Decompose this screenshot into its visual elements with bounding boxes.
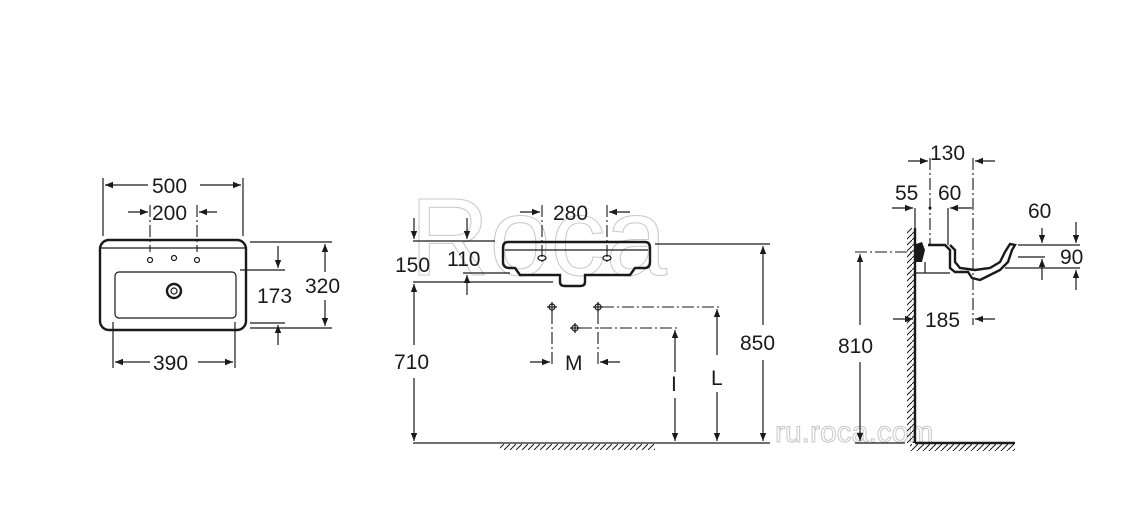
basin-outline	[98, 238, 248, 332]
label-i: I	[671, 373, 677, 396]
drain-icon	[165, 282, 183, 300]
dim-height-110: 110	[447, 248, 480, 271]
dim-185: 185	[925, 309, 960, 332]
dim-810: 810	[838, 335, 873, 358]
dim-height-850: 850	[740, 332, 775, 355]
dim-tap-hole-spacing: 200	[152, 202, 187, 225]
label-m: M	[565, 352, 583, 375]
supply-point-icon	[547, 302, 603, 333]
dim-basin-depth: 173	[257, 285, 292, 308]
brand-watermark: Roca	[410, 176, 668, 299]
elevation-view: 280 150 110 710 850	[394, 202, 775, 450]
dim-60-right: 60	[1028, 200, 1051, 223]
dim-overall-depth: 320	[305, 275, 340, 298]
basin-elevation-outline	[501, 240, 652, 288]
dim-tap-spacing: 280	[553, 202, 588, 225]
floor-hatch	[500, 444, 655, 450]
dim-height-710: 710	[394, 351, 429, 374]
dim-60-top: 60	[938, 182, 961, 205]
side-view: 130 55 60 60 90 185 810	[838, 142, 1083, 451]
dim-55: 55	[895, 182, 918, 205]
floor-hatch	[910, 444, 1015, 451]
basin-profile	[928, 242, 1017, 282]
label-l: L	[711, 367, 723, 390]
dim-height-150: 150	[395, 254, 430, 277]
dim-basin-width: 390	[153, 352, 188, 375]
wall-hatch	[907, 228, 914, 443]
basin-bowl	[114, 271, 237, 319]
tap-hole-icon	[146, 254, 201, 264]
top-view: 500 200 390 173 320	[98, 175, 340, 375]
dim-90: 90	[1060, 246, 1083, 269]
dim-overall-width: 500	[152, 175, 187, 198]
dim-130: 130	[930, 142, 965, 165]
